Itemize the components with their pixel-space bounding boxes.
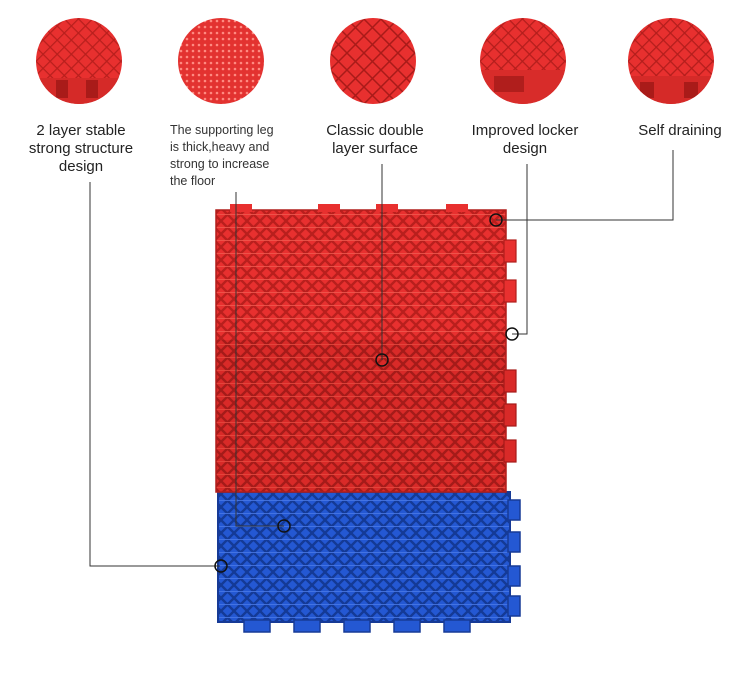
- callout-line-structure: [89, 182, 220, 567]
- marker-surface: [375, 353, 389, 367]
- feature-label-locker: Improved locker design: [471, 122, 579, 157]
- surface-closeup-image: [330, 18, 416, 104]
- feature-label-structure: 2 layer stable strong structure design: [28, 122, 134, 175]
- callout-line-locker: [512, 164, 528, 335]
- red-tile: [215, 204, 517, 493]
- marker-locker: [505, 327, 519, 341]
- marker-leg: [277, 519, 291, 533]
- feature-label-leg: The supporting leg is thick,heavy and st…: [170, 123, 274, 188]
- leg-closeup-image: [178, 18, 264, 104]
- callout-line-leg: [235, 192, 284, 527]
- marker-structure: [214, 559, 228, 573]
- structure-closeup-image: [36, 18, 122, 104]
- blue-tile: [217, 491, 521, 633]
- locker-closeup-image: [480, 18, 566, 104]
- callout-line-drain: [496, 150, 674, 221]
- marker-drain: [489, 213, 503, 227]
- feature-label-drain: Self draining: [638, 122, 722, 139]
- feature-label-surface: Classic double layer surface: [326, 122, 424, 157]
